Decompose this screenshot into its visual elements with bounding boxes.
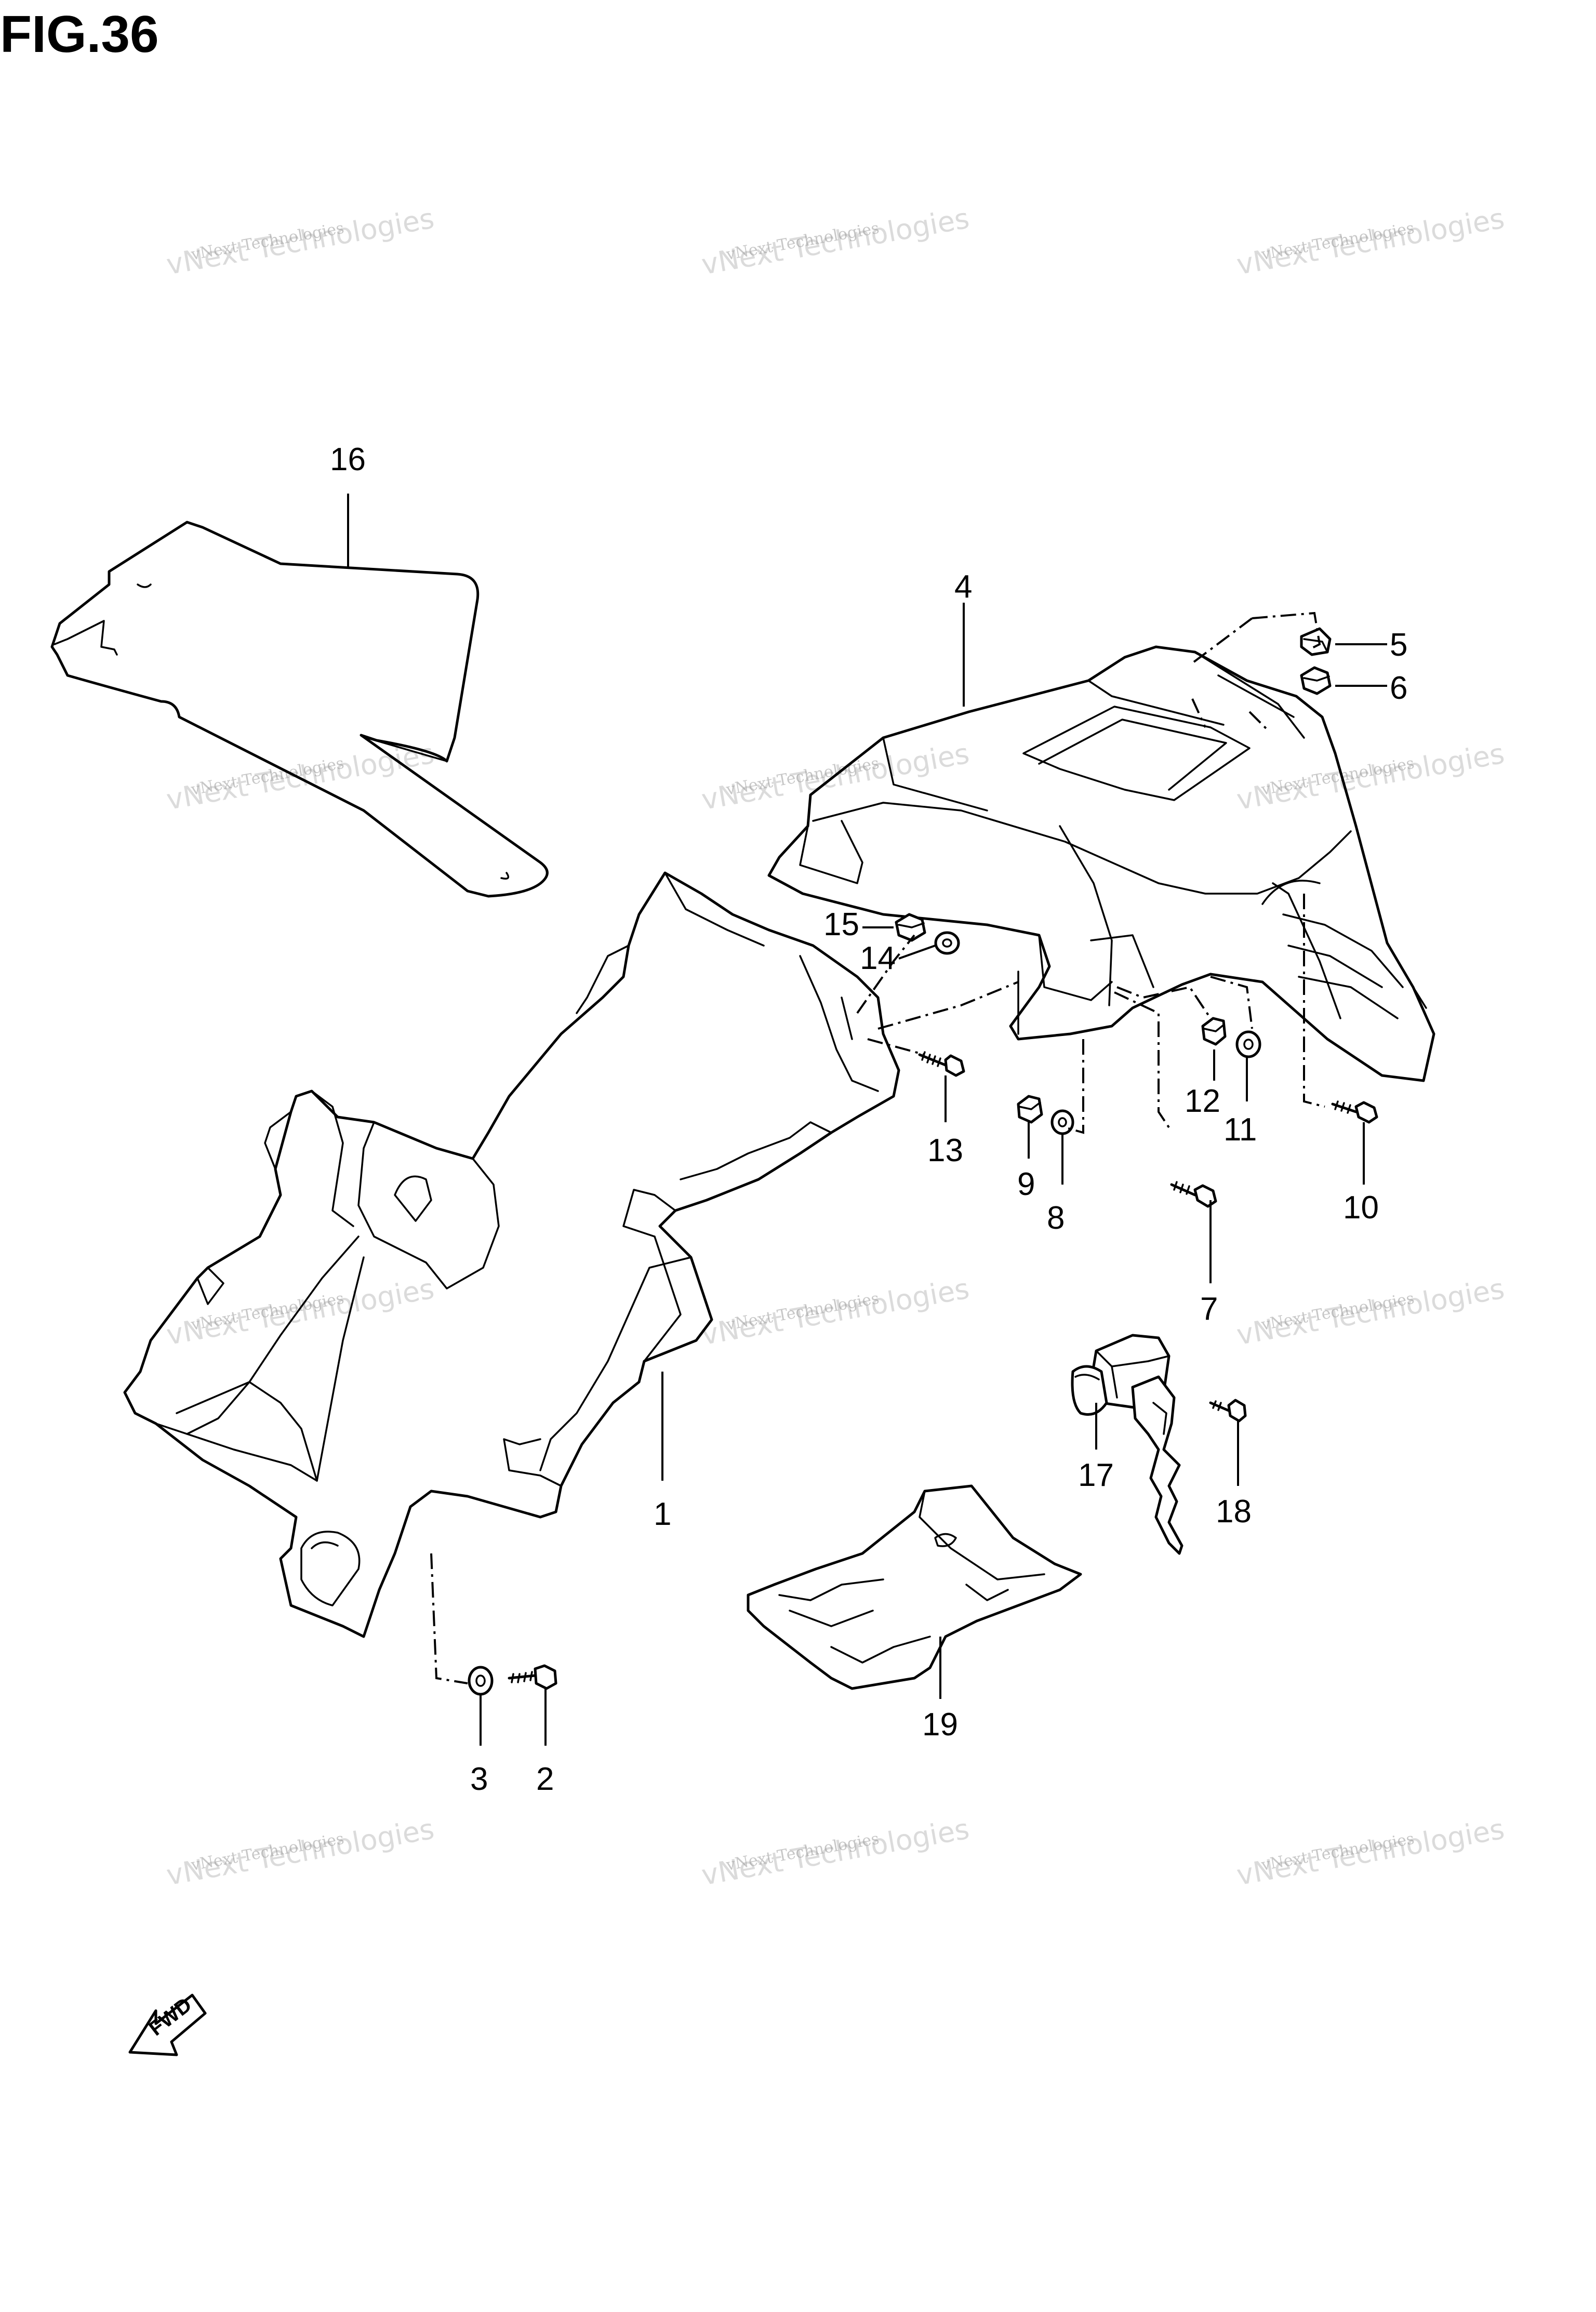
- part-label-16: 16: [330, 442, 366, 477]
- part-label-10: 10: [1343, 1190, 1379, 1226]
- watermark: vNext Technologies vNext Technologies: [164, 737, 437, 817]
- watermark: vNext Technologies vNext Technologies: [164, 202, 437, 282]
- part-18-screw: [1209, 1399, 1247, 1423]
- part-label-2: 2: [536, 1761, 554, 1797]
- part-label-6: 6: [1390, 670, 1407, 706]
- part-label-4: 4: [954, 569, 972, 605]
- watermark: vNext Technologies vNext Technologies: [164, 1272, 437, 1352]
- part-14-washer: [934, 931, 960, 955]
- watermark: vNext Technologies vNext Technologies: [1234, 737, 1507, 817]
- part-9-nut: [1017, 1095, 1043, 1124]
- part-label-5: 5: [1390, 627, 1407, 663]
- part-6-hex-nut: [1300, 666, 1332, 695]
- part-label-15: 15: [823, 907, 859, 942]
- part-1-inner-fender: [123, 871, 900, 1638]
- watermark: vNext Technologies vNext Technologies: [164, 1813, 437, 1892]
- part-label-17: 17: [1078, 1457, 1114, 1493]
- part-label-11: 11: [1223, 1112, 1257, 1148]
- part-10-bolt: [1331, 1100, 1378, 1124]
- part-label-3: 3: [470, 1761, 488, 1797]
- part-labels: 16 4 5 6 15 14 13 9 8 12 11 10 7 1 17 18…: [330, 442, 1407, 1797]
- part-7-bolt: [1170, 1181, 1217, 1208]
- part-13-bolt: [918, 1051, 965, 1077]
- part-label-8: 8: [1047, 1200, 1065, 1236]
- watermark: vNext Technologies vNext Technologies: [1234, 1813, 1507, 1892]
- figure-title: FIG.36: [0, 5, 159, 63]
- part-label-14: 14: [860, 940, 896, 976]
- part-16-sheet: [50, 521, 549, 898]
- assembly-lines: [430, 612, 1325, 1684]
- part-19-tool-bag: [747, 1484, 1082, 1690]
- part-label-9: 9: [1017, 1166, 1035, 1202]
- part-17-lock: [1071, 1334, 1183, 1555]
- part-5-cap-nut: [1300, 627, 1332, 656]
- part-label-13: 13: [927, 1133, 963, 1168]
- part-12-nut: [1201, 1017, 1227, 1046]
- part-label-1: 1: [654, 1496, 671, 1532]
- part-8-washer: [1050, 1109, 1074, 1135]
- part-15-nut: [895, 913, 926, 942]
- part-label-12: 12: [1185, 1083, 1220, 1119]
- watermark: vNext Technologies vNext Technologies: [1234, 202, 1507, 282]
- part-label-19: 19: [922, 1707, 958, 1743]
- watermark: vNext Technologies vNext Technologies: [699, 1272, 972, 1352]
- part-4-rear-fender: [767, 645, 1435, 1082]
- part-label-18: 18: [1216, 1494, 1252, 1530]
- part-3-washer: [468, 1666, 494, 1696]
- part-11-washer: [1235, 1030, 1261, 1058]
- fwd-arrow-badge: FWD: [128, 1993, 207, 2056]
- watermark: vNext Technologies vNext Technologies: [699, 1813, 972, 1892]
- leader-lines: [347, 494, 1387, 1746]
- watermark: vNext Technologies vNext Technologies: [1234, 1272, 1507, 1352]
- part-2-bolt: [508, 1664, 557, 1690]
- watermark: vNext Technologies vNext Technologies: [699, 202, 972, 282]
- part-label-7: 7: [1200, 1291, 1218, 1327]
